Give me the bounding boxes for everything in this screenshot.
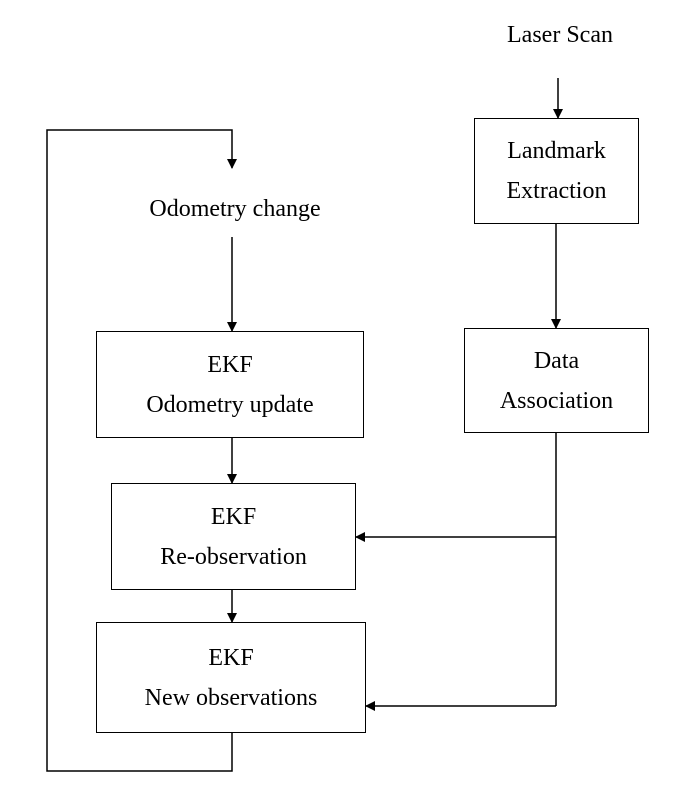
ekf-new-observations-line1: EKF [208,644,254,671]
ekf-reobservation-line1: EKF [210,503,257,530]
data-association-line1: Data [533,347,580,374]
ekf-new-observations-box: EKF New observations [96,622,366,733]
feedback-loop-connector [46,129,237,772]
landmark-extraction-line1: Landmark [507,138,606,164]
data-association-line2: Association [499,387,614,414]
ekf-odometry-update-line2: Odometry update [146,391,314,418]
landmark-extraction-box: Landmark Extraction [474,118,639,224]
data-association-box: Data Association [464,328,649,433]
landmark-extraction-line2: Extraction [506,178,607,204]
odometry-change-label: Odometry change [149,196,321,222]
laser-scan-label: Laser Scan [507,22,613,48]
ekf-reobservation-box: EKF Re-observation [111,483,356,590]
ekf-new-observations-line2: New observations [144,684,318,711]
ekf-odometry-update-box: EKF Odometry update [96,331,364,438]
ekf-reobservation-line2: Re-observation [160,543,307,570]
ekf-odometry-update-line1: EKF [207,351,253,378]
